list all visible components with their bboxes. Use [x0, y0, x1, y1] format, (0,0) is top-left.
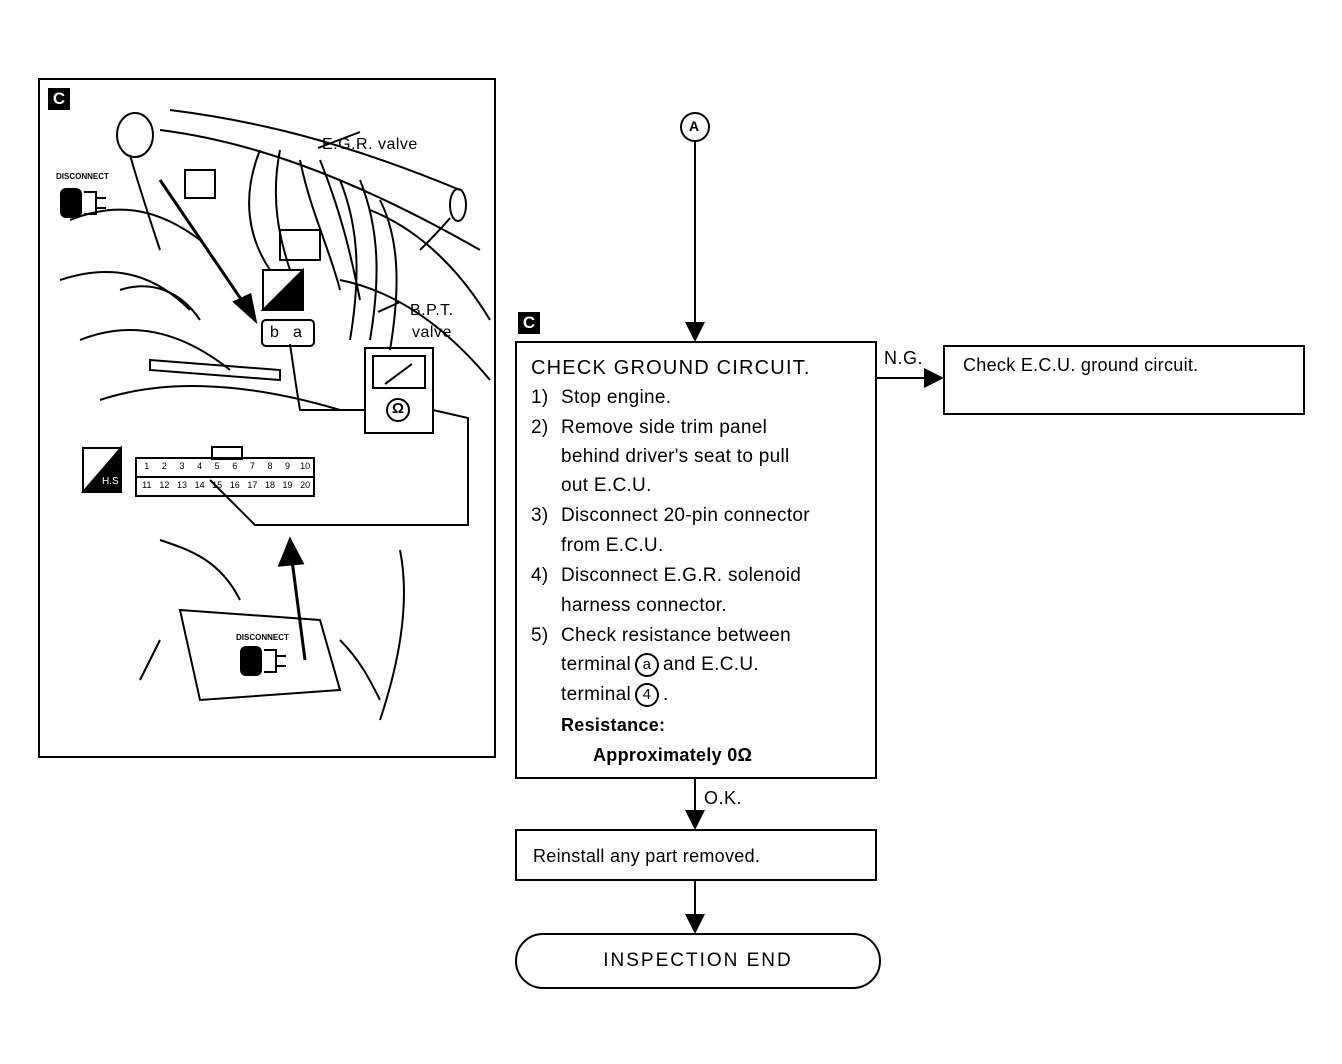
step-text: Stop engine.	[561, 387, 672, 408]
section-c-badge: C	[48, 88, 70, 110]
pin-label: 18	[264, 480, 275, 490]
step-text: Check resistance between	[561, 625, 792, 646]
terminal-a-label: a	[293, 324, 302, 341]
pin-label: 11	[142, 480, 152, 490]
pin-label: 1	[144, 461, 150, 471]
illustration-panel: C	[38, 78, 496, 758]
check-ground-circuit-box: CHECK GROUND CIRCUIT. 1) Stop engine. 2) R…	[515, 341, 877, 779]
step-text: Disconnect 20-pin connector	[561, 505, 810, 526]
egr-valve-label: E.G.R. valve	[322, 136, 418, 153]
pin-label: 4	[197, 461, 203, 471]
step-number: 5)	[531, 625, 549, 646]
step-text: Remove side trim panel	[561, 417, 768, 438]
disconnect-label-top: DISCONNECT	[56, 172, 109, 181]
step-4: 4) Disconnect E.G.R. solenoid	[531, 565, 801, 587]
pin-label: 3	[179, 461, 185, 471]
pin-label: 13	[176, 480, 187, 490]
step-3: 3) Disconnect 20-pin connector	[531, 505, 810, 527]
pin-label: 6	[232, 461, 238, 471]
hs-label: H.S	[102, 476, 119, 487]
reinstall-box: Reinstall any part removed.	[515, 829, 877, 881]
step-2: 2) Remove side trim panel	[531, 417, 767, 439]
check-box-title: CHECK GROUND CIRCUIT.	[531, 357, 811, 379]
ng-box-text: Check E.C.U. ground circuit.	[963, 355, 1199, 375]
ng-label: N.G.	[884, 348, 924, 368]
pin-label: 16	[229, 480, 240, 490]
flow-section-c-badge: C	[518, 312, 540, 334]
step-number: 2)	[531, 417, 549, 438]
resistance-label: Resistance:	[561, 715, 666, 735]
terminal-suffix: and E.C.U.	[662, 654, 759, 676]
step-5: 5) Check resistance between	[531, 625, 791, 647]
step-4-line-2: harness connector.	[561, 595, 727, 616]
bpt-label-1: B.P.T.	[410, 302, 454, 319]
terminal-suffix: .	[662, 684, 669, 706]
pin-label: 12	[159, 480, 170, 490]
pin-label: 8	[267, 461, 273, 471]
connector-a-label: A	[689, 118, 700, 134]
step-1: 1) Stop engine.	[531, 387, 671, 409]
terminal-4-circle: 4	[634, 683, 659, 707]
pin-label: 2	[161, 461, 167, 471]
terminal-b-label: b	[270, 324, 279, 341]
terminal-a-circle: a	[634, 653, 659, 677]
pin-label: 5	[214, 461, 220, 471]
reinstall-text: Reinstall any part removed.	[533, 846, 761, 866]
check-ecu-ground-box: Check E.C.U. ground circuit.	[943, 345, 1305, 415]
step-text: Disconnect E.G.R. solenoid	[561, 565, 802, 586]
pin-label: 19	[282, 480, 293, 490]
pin-label: 17	[247, 480, 258, 490]
terminal-word: terminal	[561, 684, 631, 706]
inspection-end-box: INSPECTION END	[515, 933, 881, 989]
connector-pins-bottom: 11 12 13 14 15 16 17 18 19 20	[138, 480, 314, 490]
engine-bay-drawing	[59, 109, 491, 721]
step-number: 3)	[531, 505, 549, 526]
pin-label: 15	[212, 480, 223, 490]
pin-label: 7	[249, 461, 255, 471]
disconnect-label-bottom: DISCONNECT	[236, 633, 289, 642]
resistance-value: Approximately 0Ω	[593, 745, 753, 765]
pin-label: 14	[194, 480, 205, 490]
step-number: 1)	[531, 387, 549, 408]
connector-pins-top: 1 2 3 4 5 6 7 8 9 10	[138, 461, 314, 471]
pin-label: 10	[300, 461, 311, 471]
step-number: 4)	[531, 565, 549, 586]
step-3-line-2: from E.C.U.	[561, 535, 664, 556]
pin-label: 9	[285, 461, 291, 471]
ohm-symbol: Ω	[392, 400, 405, 417]
step-2-line-3: out E.C.U.	[561, 475, 652, 496]
step-2-line-2: behind driver's seat to pull	[561, 446, 790, 467]
inspection-end-text: INSPECTION END	[603, 950, 793, 971]
pin-label: 20	[300, 480, 311, 490]
bpt-label-2: valve	[412, 324, 452, 341]
terminal-word: terminal	[561, 654, 631, 676]
ok-label: O.K.	[704, 788, 743, 808]
